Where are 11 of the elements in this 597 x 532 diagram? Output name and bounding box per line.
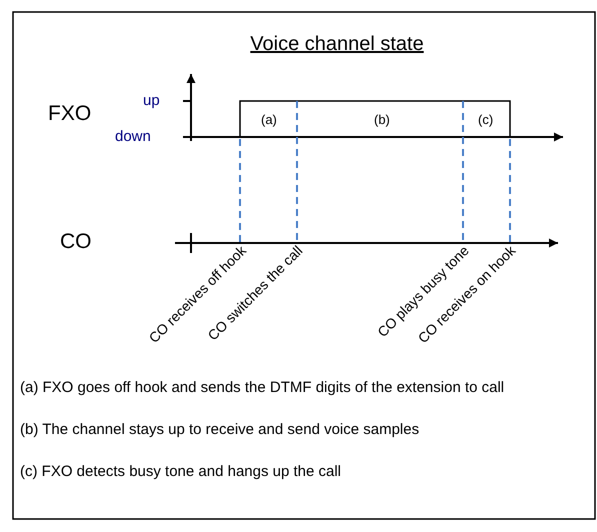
phase-label: (c) [478,112,494,127]
row-label: FXO [48,102,92,126]
note-text: (b) The channel stays up to receive and send voice samples [20,420,420,440]
note-text: (c) FXO detects busy tone and hangs up the call [20,462,342,482]
row-label: CO [60,230,92,254]
note-text: (a) FXO goes off hook and sends the DTMF digits of the extension to call [20,378,506,398]
level-label: down [115,128,151,145]
title: Voice channel state [249,33,425,56]
phase-label: (a) [261,112,277,127]
phase-label: (b) [374,112,390,127]
level-label: up [143,92,160,109]
